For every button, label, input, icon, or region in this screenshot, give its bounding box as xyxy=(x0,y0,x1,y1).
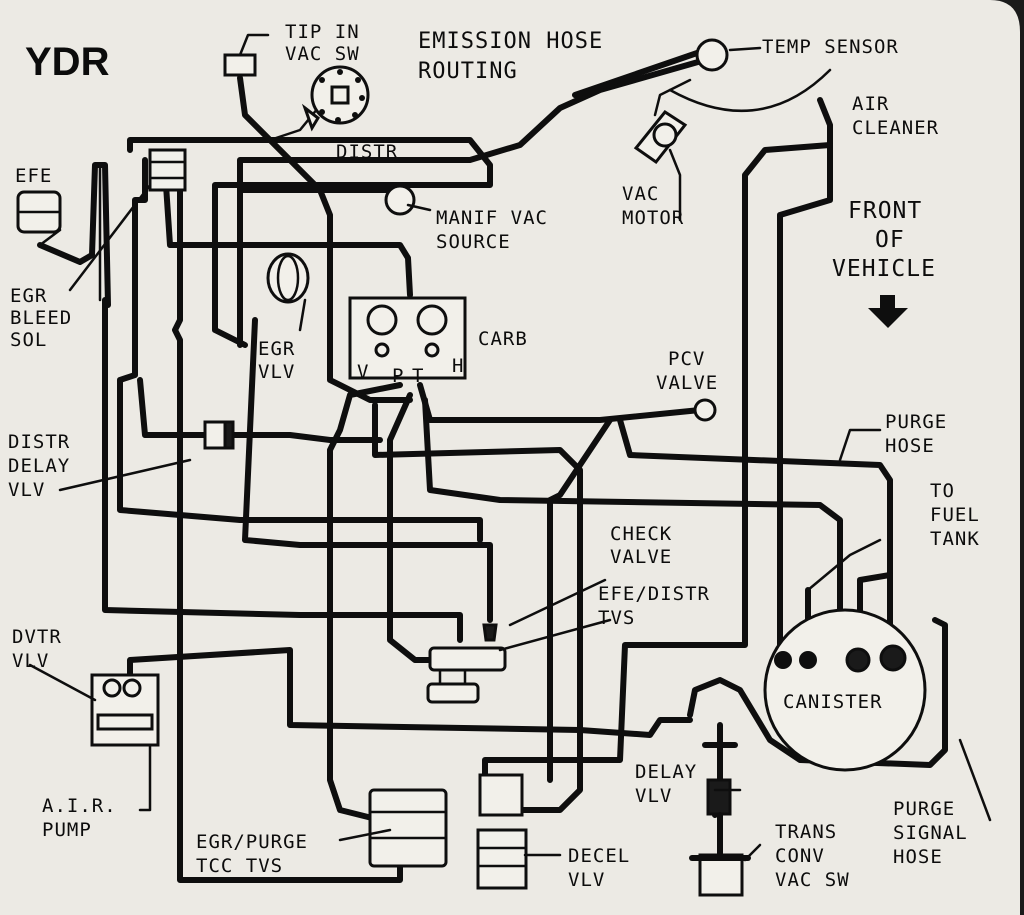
label-air-pump-1: A.I.R. xyxy=(42,795,117,817)
label-efe: EFE xyxy=(15,165,52,187)
label-manif-vac-2: SOURCE xyxy=(436,231,511,253)
diagram-title-line-1: EMISSION HOSE xyxy=(418,29,603,54)
front-line-2: OF xyxy=(875,227,905,253)
label-efe-distr-tvs-2: TVS xyxy=(598,607,635,629)
label-carb-port-v: V xyxy=(357,361,369,383)
canister-ports xyxy=(774,644,907,673)
canister xyxy=(763,608,927,772)
egr-valve xyxy=(266,252,310,304)
label-dvtr-1: DVTR xyxy=(12,626,62,648)
decel-valve xyxy=(476,773,528,890)
trans-conv-vac-switch xyxy=(689,812,751,897)
label-fuel-tank-3: TANK xyxy=(930,528,980,550)
label-efe-distr-tvs-1: EFE/DISTR xyxy=(598,583,710,605)
air-cleaner xyxy=(668,68,832,113)
egr-bleed-solenoid xyxy=(148,148,187,192)
label-egr-purge-tvs-1: EGR/PURGE xyxy=(196,831,308,853)
dvtr-valve xyxy=(90,673,160,747)
label-distr-delay-2: DELAY xyxy=(8,455,70,477)
label-air-cleaner-2: CLEANER xyxy=(852,117,939,139)
check-valve xyxy=(482,623,498,642)
label-vac-motor-2: MOTOR xyxy=(622,207,684,229)
label-egr-bleed-2: BLEED xyxy=(10,307,72,329)
label-distr: DISTR xyxy=(336,141,398,163)
label-distr-delay-3: VLV xyxy=(8,479,45,501)
label-egr-vlv-2: VLV xyxy=(258,361,295,383)
pcv-valve xyxy=(693,398,717,422)
label-purge-hose-2: HOSE xyxy=(885,435,935,457)
front-arrow-icon xyxy=(868,295,908,328)
leader-lines xyxy=(28,46,992,862)
label-tip-in-2: VAC SW xyxy=(285,43,360,65)
egr-purge-tcc-tvs xyxy=(368,788,448,868)
label-vac-motor-1: VAC xyxy=(622,183,659,205)
front-line-3: VEHICLE xyxy=(832,256,936,282)
label-trans-conv-2: CONV xyxy=(775,845,825,867)
label-manif-vac-1: MANIF VAC xyxy=(436,207,548,229)
label-fuel-tank-2: FUEL xyxy=(930,504,980,526)
label-purge-signal-2: SIGNAL xyxy=(893,822,968,844)
label-check-valve-1: CHECK xyxy=(610,523,672,545)
label-trans-conv-3: VAC SW xyxy=(775,869,850,891)
label-tip-in-1: TIP IN xyxy=(285,21,360,43)
label-air-cleaner-1: AIR xyxy=(852,93,889,115)
label-delay-vlv-2: VLV xyxy=(635,785,672,807)
diagram-code: YDR xyxy=(25,40,110,84)
label-pcv-1: PCV xyxy=(668,348,705,370)
label-air-pump-2: PUMP xyxy=(42,819,92,841)
carburetor xyxy=(348,296,467,380)
label-purge-hose-1: PURGE xyxy=(885,411,947,433)
hose-network xyxy=(37,49,948,883)
label-decel-1: DECEL xyxy=(568,845,630,867)
label-decel-2: VLV xyxy=(568,869,605,891)
label-carb: CARB xyxy=(478,328,528,350)
label-egr-vlv-1: EGR xyxy=(258,338,295,360)
label-check-valve-2: VALVE xyxy=(610,546,672,568)
efe-actuator xyxy=(16,190,62,234)
label-egr-bleed-1: EGR xyxy=(10,285,47,307)
label-temp-sensor: TEMP SENSOR xyxy=(762,36,899,58)
label-carb-port-h: H xyxy=(452,355,464,377)
diagram-title-line-2: ROUTING xyxy=(418,59,518,84)
vac-motor xyxy=(633,110,688,165)
label-fuel-tank-1: TO xyxy=(930,480,955,502)
label-purge-signal-1: PURGE xyxy=(893,798,955,820)
front-line-1: FRONT xyxy=(848,198,922,224)
temp-sensor xyxy=(695,38,729,72)
manif-vac-source xyxy=(384,184,416,216)
label-carb-port-p: P xyxy=(392,365,404,387)
distributor-cap xyxy=(301,65,370,132)
label-trans-conv-1: TRANS xyxy=(775,821,837,843)
label-dvtr-2: VLV xyxy=(12,650,49,672)
label-canister: CANISTER xyxy=(783,691,883,713)
label-pcv-2: VALVE xyxy=(656,372,718,394)
distr-delay-valve xyxy=(203,420,235,450)
label-delay-vlv-1: DELAY xyxy=(635,761,697,783)
efe-distr-tvs xyxy=(426,646,507,704)
label-purge-signal-3: HOSE xyxy=(893,846,943,868)
label-egr-purge-tvs-2: TCC TVS xyxy=(196,855,283,877)
label-carb-port-t: T xyxy=(412,365,424,387)
tip-in-vac-switch xyxy=(223,33,270,77)
label-distr-delay-1: DISTR xyxy=(8,431,70,453)
label-egr-bleed-3: SOL xyxy=(10,329,47,351)
